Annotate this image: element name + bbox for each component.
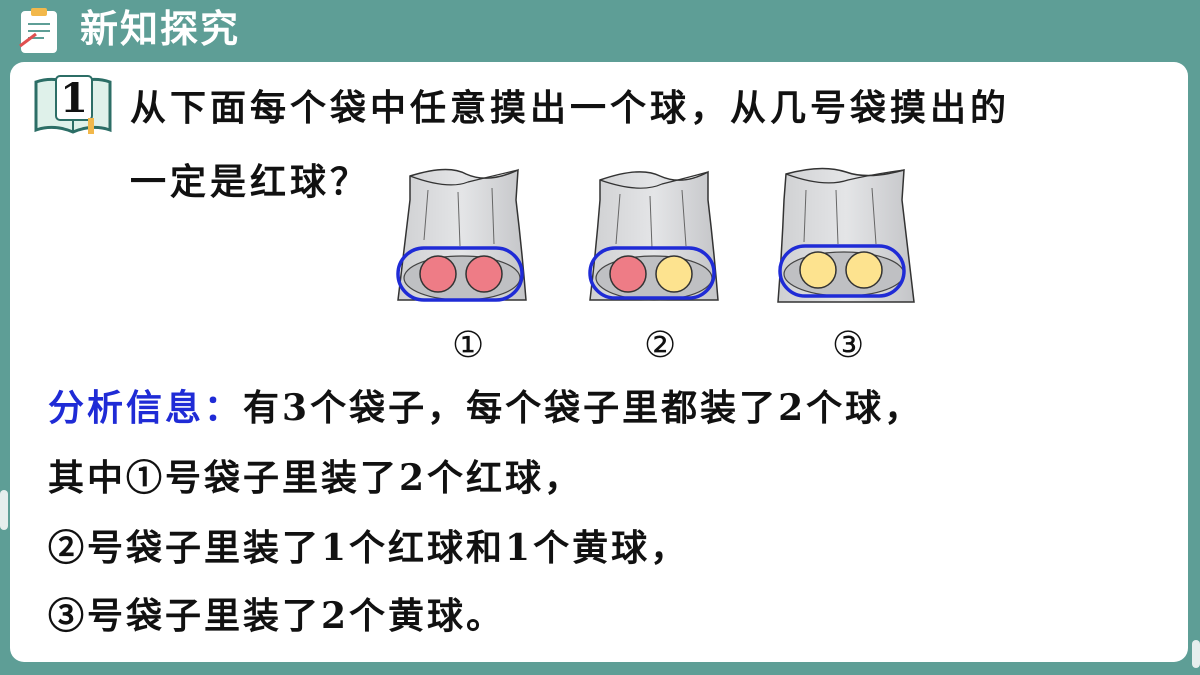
bag-2 xyxy=(588,170,719,301)
question-number: 1 xyxy=(60,75,88,122)
analysis-line4: ③号袋子里装了2个黄球。 xyxy=(48,595,506,637)
bag-label-1: ① xyxy=(452,325,485,366)
analysis-line2: 其中①号袋子里装了2个红球， xyxy=(48,457,584,499)
clipboard-icon xyxy=(19,8,57,53)
bag-3 xyxy=(777,167,915,303)
yellow-ball xyxy=(799,251,837,289)
right-edge-tab xyxy=(1192,640,1200,668)
content-card xyxy=(10,62,1188,662)
analysis-line1: 分析信息：有3个袋子，每个袋子里都装了2个球， xyxy=(48,386,923,430)
analysis-heading: 分析信息： xyxy=(48,387,244,429)
yellow-ball xyxy=(845,251,883,289)
analysis-line3: ②号袋子里装了1个红球和1个黄球， xyxy=(48,527,690,569)
bags-illustration xyxy=(396,167,915,303)
red-ball xyxy=(419,255,457,293)
red-ball xyxy=(465,255,503,293)
bag-label-2: ② xyxy=(644,325,677,366)
left-edge-tab xyxy=(0,490,8,530)
yellow-ball xyxy=(655,255,693,293)
question-text-line2: 一定是红球？ xyxy=(130,161,371,203)
book-icon xyxy=(34,75,112,134)
analysis-text-1: 有3个袋子，每个袋子里都装了2个球， xyxy=(243,387,924,429)
page-title: 新知探究 xyxy=(80,7,241,51)
header-bar: 新知探究 xyxy=(0,0,1200,58)
red-ball xyxy=(609,255,647,293)
bag-1 xyxy=(396,168,527,302)
bag-label-3: ③ xyxy=(832,325,865,366)
question-text-line1: 从下面每个袋中任意摸出一个球，从几号袋摸出的 xyxy=(130,87,1011,129)
